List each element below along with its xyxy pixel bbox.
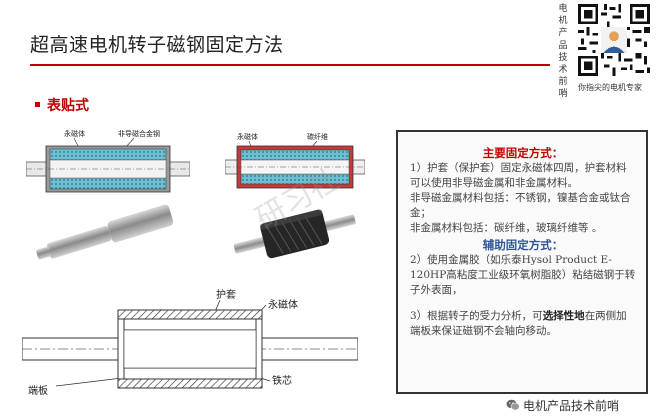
title-underline — [30, 64, 550, 66]
page-title: 超高速电机转子磁钢固定方法 — [30, 34, 284, 56]
footer-brand: 电机产品技术前哨 — [506, 397, 619, 414]
label-core: 铁芯 — [272, 374, 292, 387]
figure-rotor-alloy-sleeve: 永磁体 非导磁合金钢 — [26, 129, 190, 260]
aux-method-heading: 辅助固定方式： — [482, 238, 564, 252]
label-endplate: 端板 — [28, 384, 48, 397]
qr-caption: 你指尖的电机专家 — [578, 83, 642, 92]
aux-method-p3: 3）根据转子的受力分析，可选择性地在两侧加端板来保证磁钢不会轴向移动。 — [410, 309, 636, 339]
aux-method-p3-strong: 选择性地 — [542, 310, 585, 322]
main-method-p1: 1）护套（保护套）固定永磁体四周，护套材料可以使用非导磁金属和非金属材料。 — [410, 162, 627, 189]
label-magnet-a: 永磁体 — [64, 129, 85, 138]
section-heading-text: 表贴式 — [47, 98, 89, 114]
footer-brand-text: 电机产品技术前哨 — [523, 399, 620, 413]
bullet-icon — [35, 101, 40, 107]
section-heading: 表贴式 — [35, 95, 89, 115]
qr-code-icon — [578, 4, 650, 76]
label-sleeve: 护套 — [216, 288, 236, 301]
label-fiber: 碳纤维 — [307, 132, 328, 141]
main-method-p2: 非导磁金属材料包括：不锈钢，镍基合金或钛合金； — [410, 192, 631, 219]
aux-method-p1: 2）使用金属胶（如乐泰Hysol Product E-120HP高粘度工业级环氧… — [410, 254, 636, 296]
info-box: 主要固定方式： 1）护套（保护套）固定永磁体四周，护套材料可以使用非导磁金属和非… — [396, 130, 648, 394]
label-magnet-c: 永磁体 — [268, 298, 298, 311]
label-magnet-b: 永磁体 — [237, 132, 258, 141]
wechat-logo-icon — [506, 399, 520, 411]
main-method-heading: 主要固定方式： — [482, 146, 564, 160]
brand-vertical-label: 电机产品技术前哨 — [558, 4, 568, 100]
label-alloy: 非导磁合金钢 — [118, 129, 160, 138]
figure-rotor-carbon-fiber: 永磁体 碳纤维 — [225, 132, 365, 259]
main-method-p3: 非金属材料包括：碳纤维，玻璃纤维等 。 — [410, 222, 603, 234]
aux-method-p3-lead: 3）根据转子的受力分析，可 — [410, 310, 543, 322]
aux-method-p3-tail: 在两侧加端板来保证磁钢不会轴向移动。 — [410, 310, 627, 337]
figure-rotor-cross-section: 护套 永磁体 端板 铁芯 — [22, 288, 358, 397]
